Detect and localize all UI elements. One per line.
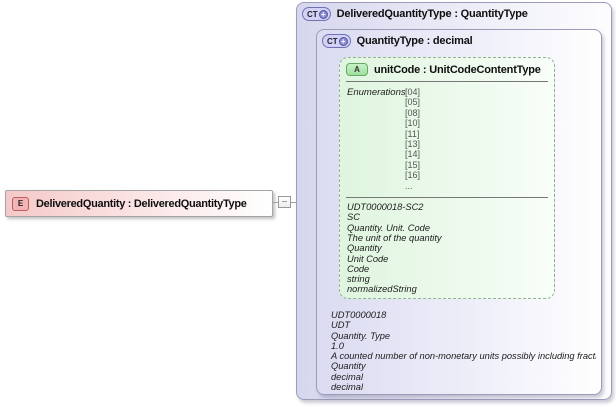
annotation-line: 1.0 [331, 340, 344, 351]
enumeration-value: [08] [405, 107, 421, 118]
annotation-line: Code [347, 263, 370, 274]
annotation-line: SC [347, 212, 360, 223]
annotation-line: The unit of the quantity [347, 232, 442, 243]
annotation-line: UDT0000018-SC2 [347, 202, 424, 213]
element-box-deliveredquantity[interactable]: E DeliveredQuantity : DeliveredQuantityT… [5, 190, 273, 217]
separator [346, 81, 548, 82]
expand-plus-icon[interactable]: + [318, 9, 328, 19]
complextype-title: DeliveredQuantityType : QuantityType [336, 8, 528, 20]
enumeration-value: [16] [405, 170, 421, 181]
enumeration-value: [10] [405, 118, 421, 129]
complextype-annotations: UDT0000018 UDT Quantity. Type 1.0 A coun… [324, 306, 596, 392]
attribute-badge-icon: A [346, 63, 368, 76]
complextype-header: CT + DeliveredQuantityType : QuantityTyp… [302, 7, 528, 21]
annotation-line: decimal [331, 371, 364, 382]
enumeration-value: [04] [405, 87, 421, 97]
annotation-line: Quantity. Unit. Code [347, 222, 431, 233]
separator [346, 197, 548, 199]
annotation-line: UDT0000018 [331, 310, 387, 320]
enumerations-label: Enumerations [347, 87, 406, 98]
attribute-title: unitCode : UnitCodeContentType [374, 63, 541, 76]
annotation-line: Unit Code [347, 253, 389, 264]
complextype-box-deliveredquantitytype[interactable]: CT + DeliveredQuantityType : QuantityTyp… [296, 2, 612, 400]
annotation-line: Quantity. Type [331, 330, 391, 341]
enumerations-list: [04] [05] [08] [10] [11] [13] [14] [15] … [405, 87, 420, 191]
expand-plus-icon[interactable]: + [338, 36, 348, 46]
complextype-box-quantitytype[interactable]: CT + QuantityType : decimal A unitCode :… [316, 29, 602, 395]
attribute-box-unitcode[interactable]: A unitCode : UnitCodeContentType Enumera… [339, 57, 555, 299]
annotation-line: Quantity [331, 361, 366, 372]
annotation-line: string [347, 274, 370, 285]
annotation-line: normalizedString [347, 284, 417, 295]
annotation-line: A counted number of non-monetary units p… [331, 351, 596, 362]
complextype-badge-icon: CT + [322, 34, 351, 48]
attribute-header: A unitCode : UnitCodeContentType [340, 58, 554, 79]
complextype-header: CT + QuantityType : decimal [322, 34, 473, 48]
annotation-line: decimal [331, 382, 364, 393]
complextype-badge-label: CT [307, 9, 318, 19]
enumeration-value: [05] [405, 97, 421, 108]
enumeration-value: [15] [405, 159, 421, 170]
complextype-badge-icon: CT + [302, 7, 331, 21]
annotation-line: Quantity [347, 243, 382, 254]
element-badge-icon: E [12, 196, 29, 211]
enumeration-value: [14] [405, 149, 421, 160]
enumerations-section: Enumerations [04] [05] [08] [10] [11] [1… [340, 82, 554, 195]
collapse-toggle-icon[interactable]: − [278, 196, 291, 208]
enumeration-value: ... [405, 180, 413, 191]
enumeration-value: [13] [405, 139, 421, 150]
annotation-line: UDT [331, 320, 351, 331]
complextype-title: QuantityType : decimal [356, 35, 473, 47]
attribute-annotations: UDT0000018-SC2 SC Quantity. Unit. Code T… [340, 198, 554, 295]
enumeration-value: [11] [405, 128, 420, 139]
element-title: DeliveredQuantity : DeliveredQuantityTyp… [36, 197, 247, 210]
complextype-badge-label: CT [327, 36, 338, 46]
